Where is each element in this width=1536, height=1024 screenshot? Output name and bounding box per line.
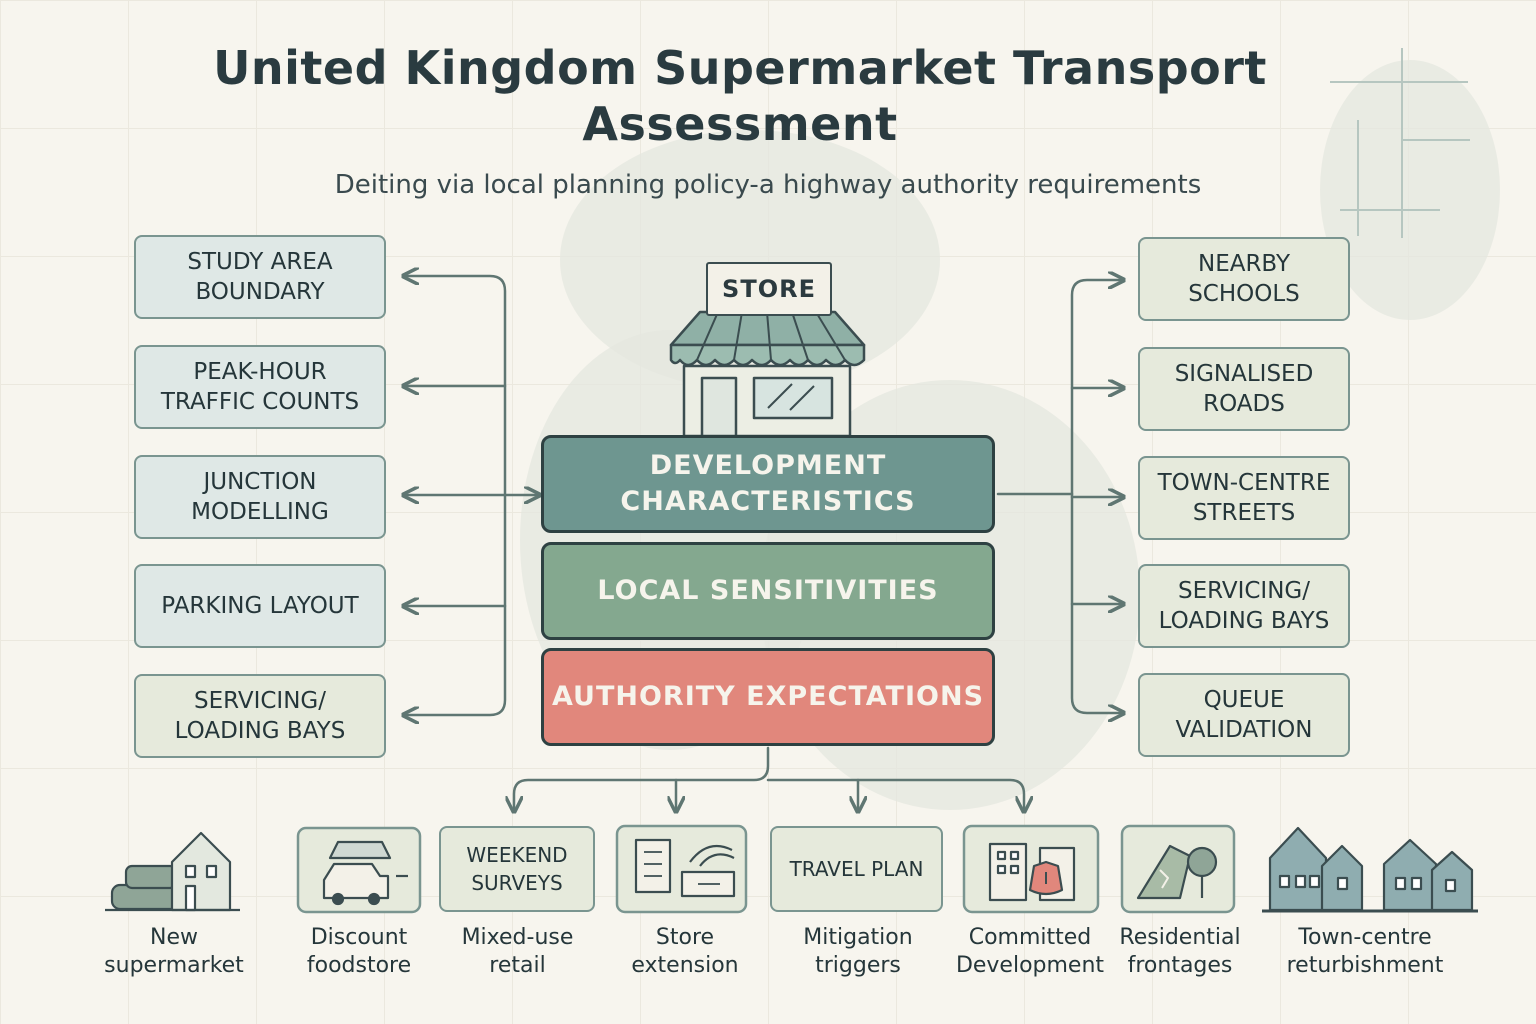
right-item-nearby-schools: NEARBY SCHOOLS xyxy=(1138,237,1350,321)
right-item-town-centre-streets: TOWN-CENTRE STREETS xyxy=(1138,456,1350,540)
left-item-traffic-counts: PEAK-HOUR TRAFFIC COUNTS xyxy=(134,345,386,429)
town-centre-houses-icon xyxy=(1262,826,1478,913)
caption-residential-frontages: Residential frontages xyxy=(1119,925,1241,978)
layer-authority-expectations: AUTHORITY EXPECTATIONS xyxy=(541,648,995,746)
left-item-servicing-bays: SERVICING/ LOADING BAYS xyxy=(134,674,386,758)
committed-development-icon xyxy=(962,824,1100,914)
page-subtitle: Deiting via local planning policy-a high… xyxy=(334,170,1202,200)
store-extension-icon xyxy=(615,824,748,914)
left-item-study-area: STUDY AREA BOUNDARY xyxy=(134,235,386,319)
residential-frontage-icon xyxy=(1120,824,1236,914)
caption-discount-foodstore: Discount foodstore xyxy=(306,925,412,978)
layer-development-characteristics: DEVELOPMENT CHARACTERISTICS xyxy=(541,435,995,533)
left-item-parking-layout: PARKING LAYOUT xyxy=(134,564,386,648)
right-item-signalised-roads: SIGNALISED ROADS xyxy=(1138,347,1350,431)
caption-store-extension: Store extension xyxy=(631,925,739,978)
page-title: United Kingdom Supermarket Transport Ass… xyxy=(213,41,1267,151)
foodstore-van-icon xyxy=(296,826,422,914)
caption-new-supermarket: New supermarket xyxy=(104,925,244,978)
right-item-queue-validation: QUEUE VALIDATION xyxy=(1138,673,1350,757)
sketch-lines-decoration xyxy=(1330,48,1470,238)
card-travel-plan: TRAVEL PLAN xyxy=(770,826,943,912)
store-sign: STORE xyxy=(706,262,832,316)
caption-town-centre-refurbishment: Town-centre returbishment xyxy=(1286,925,1444,978)
right-item-servicing-bays: SERVICING/ LOADING BAYS xyxy=(1138,564,1350,648)
caption-mitigation-triggers: Mitigation triggers xyxy=(803,925,913,978)
left-item-junction-modelling: JUNCTION MODELLING xyxy=(134,455,386,539)
caption-committed-development: Committed Development xyxy=(955,925,1105,978)
card-weekend-surveys: WEEKEND SURVEYS xyxy=(439,826,595,912)
layer-local-sensitivities: LOCAL SENSITIVITIES xyxy=(541,542,995,640)
store-icon xyxy=(669,310,866,438)
caption-mixed-use-retail: Mixed-use retail xyxy=(461,925,574,978)
background-map-shape xyxy=(1320,60,1500,320)
supermarket-icon xyxy=(105,831,240,912)
